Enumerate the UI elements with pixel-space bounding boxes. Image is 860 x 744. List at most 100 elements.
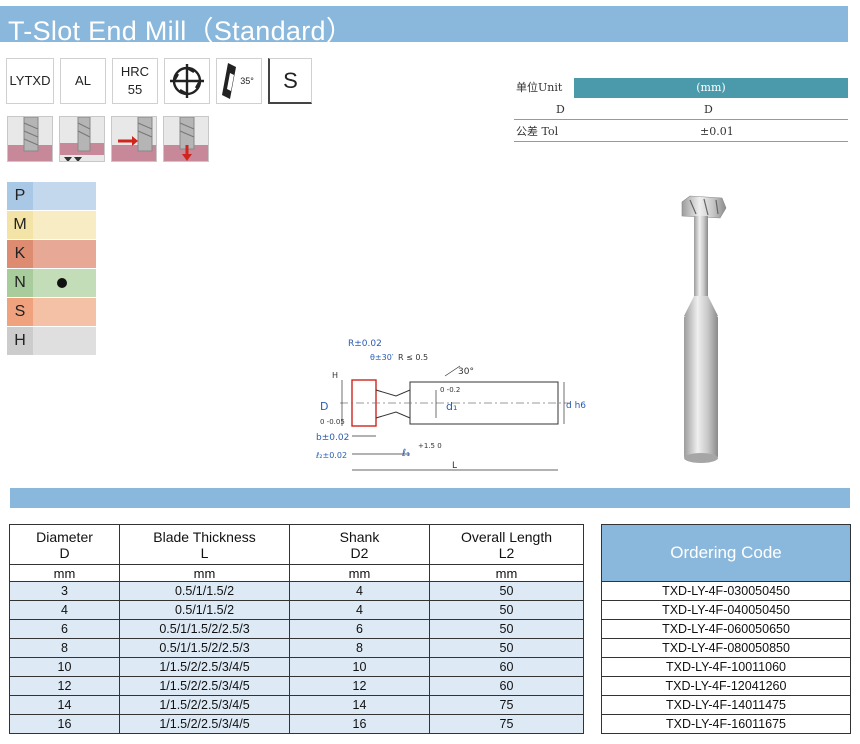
table-row: 10 1/1.5/2/2.5/3/4/5 10 60	[9, 657, 584, 677]
material-row-p: P	[7, 182, 96, 210]
table-row: 14 1/1.5/2/2.5/3/4/5 14 75	[9, 695, 584, 715]
diameter-label: D	[320, 400, 328, 413]
diameter-cell: 8	[9, 638, 120, 658]
shank-cell: 4	[289, 581, 430, 601]
helix-angle-icon	[222, 63, 237, 99]
diameter-cell: 6	[9, 619, 120, 639]
ordering-code-cell: TXD-LY-4F-040050450	[601, 600, 851, 620]
unit-value: (mm)	[696, 81, 726, 94]
blade-thickness-cell: 1/1.5/2/2.5/3/4/5	[119, 676, 290, 696]
tolerance-row: 公差 Tol ±0.01	[514, 122, 848, 142]
ordering-code-cell: TXD-LY-4F-16011675	[601, 714, 851, 734]
diameter-cell: 10	[9, 657, 120, 677]
neck-diameter-tolerance-label: 0 -0.2	[440, 386, 460, 394]
header-line1: Overall Length	[460, 528, 553, 545]
neck-diameter-label: d₁	[446, 400, 457, 413]
material-row-h: H	[7, 327, 96, 355]
blade-thickness-cell: 1/1.5/2/2.5/3/4/5	[119, 695, 290, 715]
header-line2: L	[200, 544, 209, 561]
t-slot-cut-operation	[59, 116, 105, 162]
title-bar: T-Slot End Mill（Standard）	[0, 6, 848, 46]
unit-cell: mm	[9, 564, 120, 582]
shank-cell: 6	[289, 619, 430, 639]
material-label: AL	[75, 73, 91, 88]
small-radius-label: R ≤ 0.5	[398, 353, 428, 362]
material-row-k: K	[7, 240, 96, 268]
header-line2: L2	[498, 544, 515, 561]
suitable-dot	[57, 278, 67, 288]
ordering-row: TXD-LY-4F-16011675	[601, 714, 851, 734]
dimension-col1: D	[556, 103, 565, 116]
material-letter: S	[7, 298, 33, 326]
diameter-cell: 3	[9, 581, 120, 601]
overall-length-cell: 50	[429, 600, 584, 620]
ordering-row: TXD-LY-4F-040050450	[601, 600, 851, 620]
material-fill	[33, 298, 96, 326]
material-row-m: M	[7, 211, 96, 239]
material-fill	[33, 182, 96, 210]
diameter-cell: 14	[9, 695, 120, 715]
blade-thickness-cell: 0.5/1/1.5/2/2.5/3	[119, 638, 290, 658]
header-line1: Blade Thickness	[153, 528, 256, 545]
plunge-operation-icon	[164, 117, 208, 161]
side-feed-operation	[111, 116, 157, 162]
material-fill	[33, 269, 96, 297]
dimension-row: D D	[514, 100, 848, 120]
neck-length-tolerance-label: +1.5 0	[418, 442, 442, 450]
t-slot-cut-operation-icon	[60, 117, 104, 161]
t-slot-cutter-schematic: R±0.02 θ±30′ R ≤ 0.5 30° H D 0 -0.05 d₁ …	[315, 339, 586, 471]
ordering-header-row: Ordering Code	[601, 524, 851, 582]
ordering-code-table: Ordering Code TXD-LY-4F-030050450 TXD-LY…	[601, 524, 851, 734]
helix-angle-badge: 35°	[216, 58, 262, 104]
overall-length-cell: 50	[429, 581, 584, 601]
overall-length-cell: 75	[429, 714, 584, 734]
ordering-code-cell: TXD-LY-4F-14011475	[601, 695, 851, 715]
hrc-badge: HRC 55	[112, 58, 158, 104]
shank-cell: 14	[289, 695, 430, 715]
overall-length-label: L	[452, 461, 457, 471]
tolerance-label: 公差 Tol	[516, 125, 559, 138]
overall-length-cell: 75	[429, 695, 584, 715]
table-row: 12 1/1.5/2/2.5/3/4/5 12 60	[9, 676, 584, 696]
unit-cell: mm	[119, 564, 290, 582]
material-fill	[33, 327, 96, 355]
slotting-operation-icon	[8, 117, 52, 161]
overall-length-cell: 60	[429, 657, 584, 677]
diameter-cell: 16	[9, 714, 120, 734]
diameter-cell: 12	[9, 676, 120, 696]
material-letter: K	[7, 240, 33, 268]
ordering-row: TXD-LY-4F-14011475	[601, 695, 851, 715]
material-letter: H	[7, 327, 33, 355]
brand-label: LYTXD	[9, 73, 51, 88]
radius-label: R±0.02	[348, 339, 382, 349]
material-badge: AL	[60, 58, 106, 104]
blade-thickness-cell: 0.5/1/1.5/2/2.5/3	[119, 619, 290, 639]
ordering-code-header: Ordering Code	[601, 524, 851, 582]
unit-cell: mm	[289, 564, 430, 582]
overall-length-cell: 50	[429, 619, 584, 639]
header-line2: D2	[350, 544, 369, 561]
theta-label: θ±30′	[370, 353, 394, 362]
plunge-operation	[163, 116, 209, 162]
diameter-cell: 4	[9, 600, 120, 620]
material-fill	[33, 211, 96, 239]
ordering-code-cell: TXD-LY-4F-030050450	[601, 581, 851, 601]
unit-row: 单位Unit (mm)	[514, 78, 848, 98]
spec-unit-row: mm mm mm mm	[9, 564, 584, 582]
four-flute-icon	[170, 64, 204, 98]
t-slot-cutter-photo	[681, 195, 727, 463]
table-row: 6 0.5/1/1.5/2/2.5/3 6 50	[9, 619, 584, 639]
hrc-label: HRC	[120, 64, 150, 79]
blade-thickness-cell: 0.5/1/1.5/2	[119, 600, 290, 620]
neck-angle-label: 30°	[458, 367, 474, 377]
shank-cell: 16	[289, 714, 430, 734]
material-row-n: N	[7, 269, 96, 297]
blade-thickness-label: b±0.02	[316, 433, 349, 443]
section-divider	[10, 488, 850, 508]
tolerance-value: ±0.01	[700, 125, 734, 138]
blade-thickness-cell: 0.5/1/1.5/2	[119, 581, 290, 601]
ordering-row: TXD-LY-4F-12041260	[601, 676, 851, 696]
